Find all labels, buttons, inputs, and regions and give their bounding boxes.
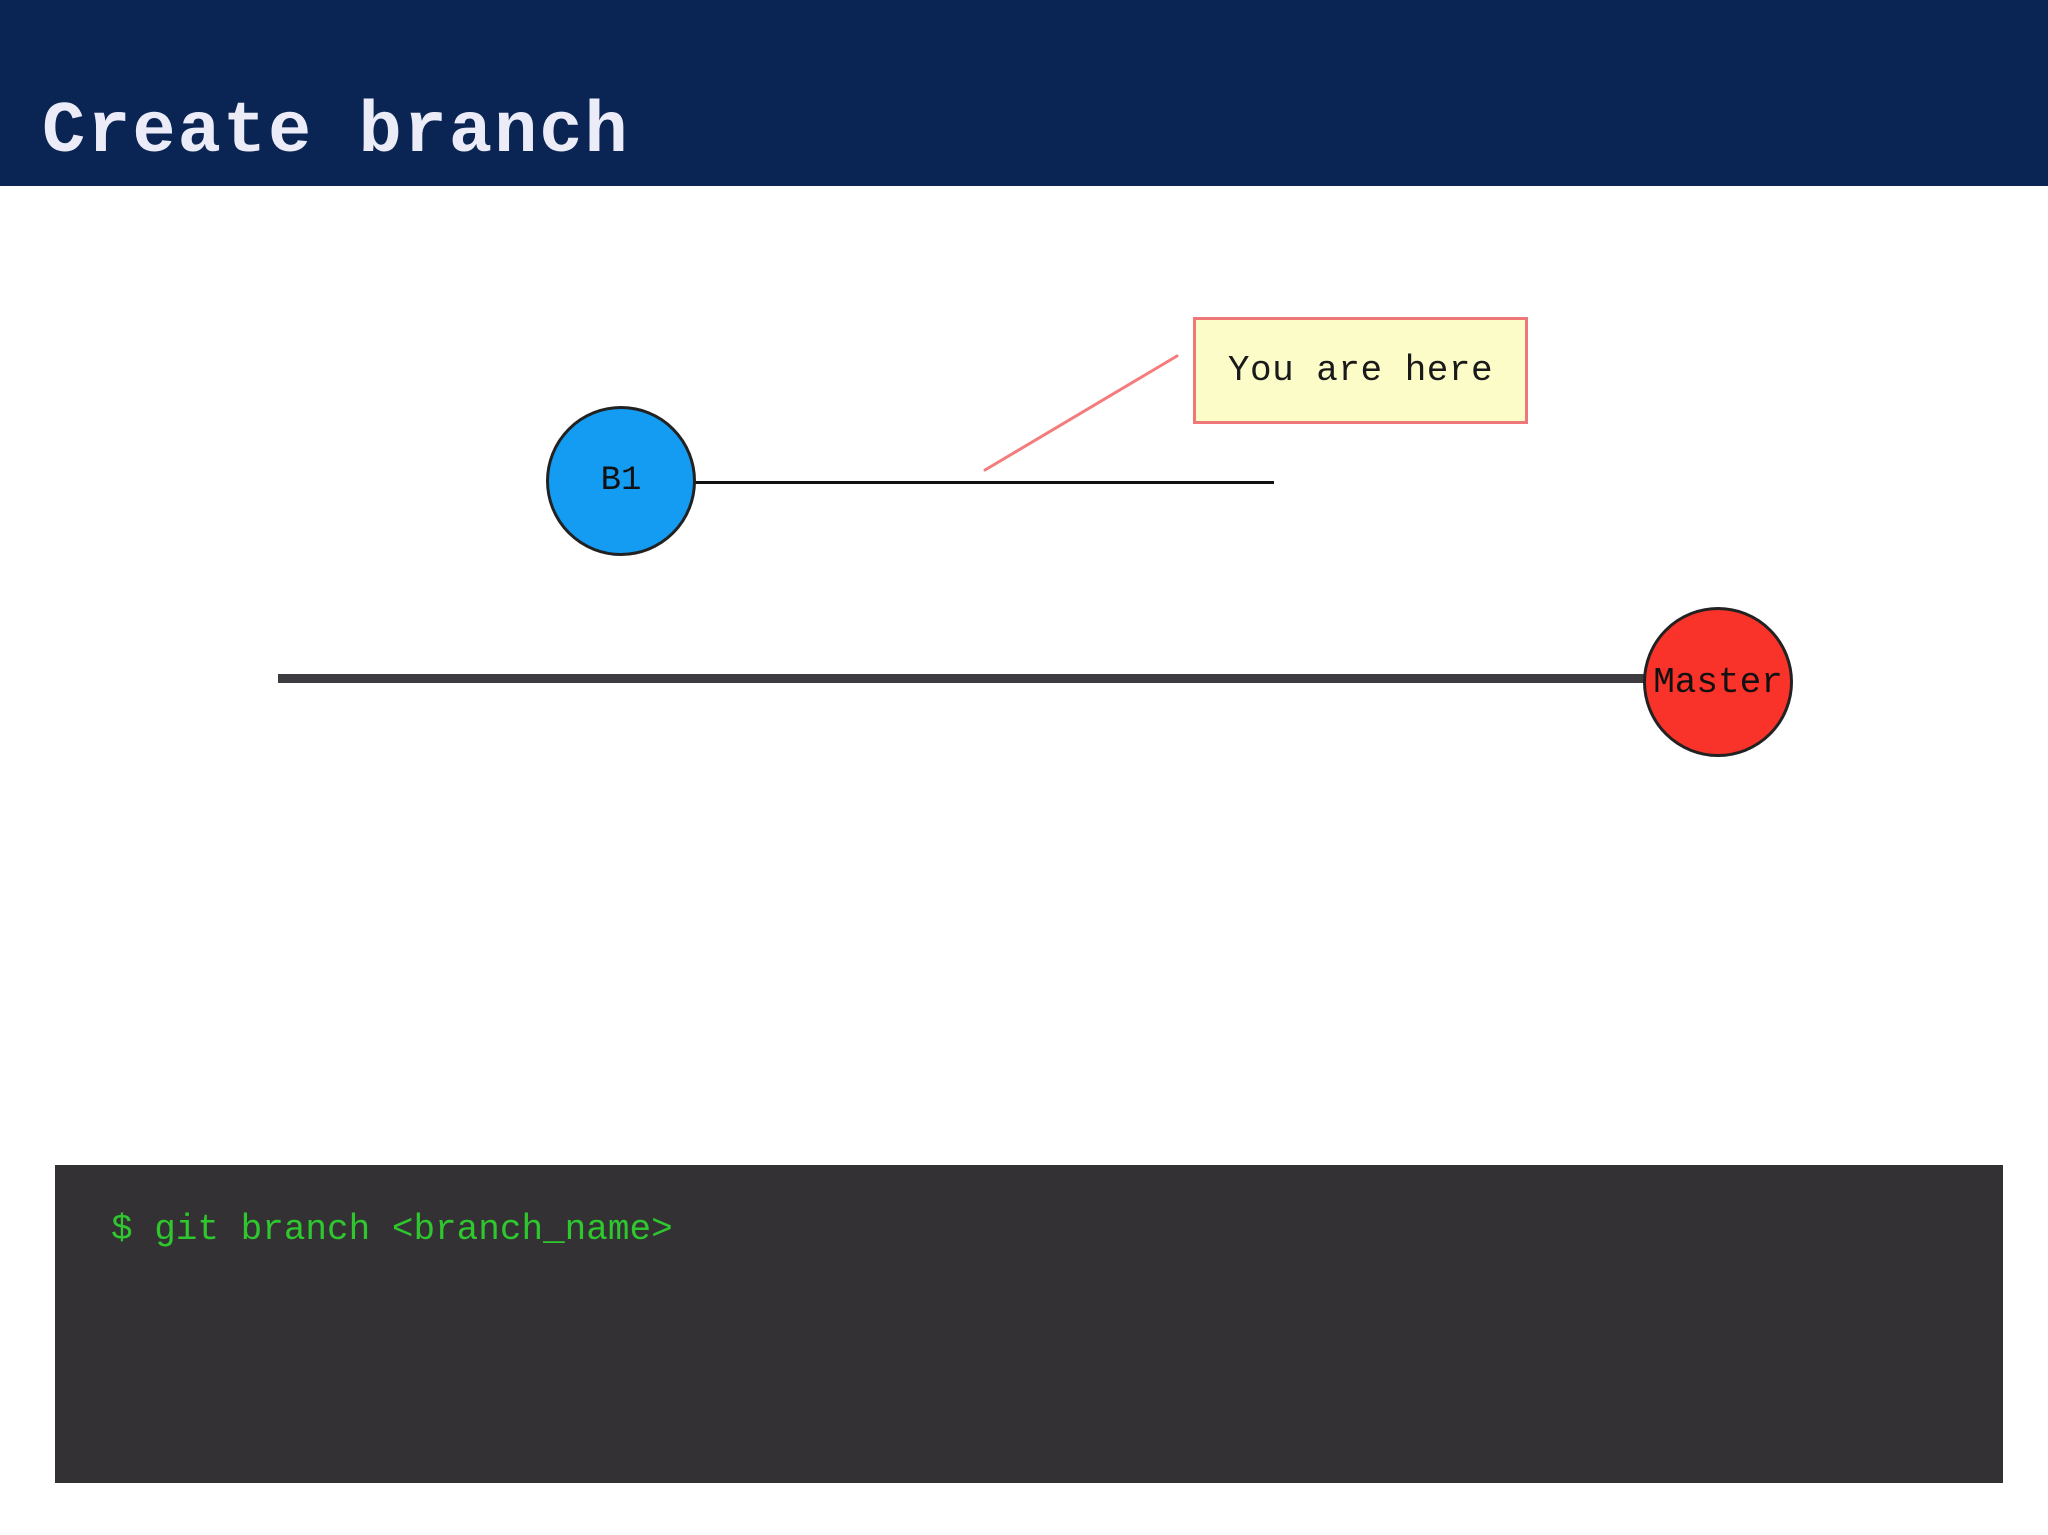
terminal-panel: $ git branch <branch_name> (55, 1165, 2003, 1483)
terminal-command-text: $ git branch <branch_name> (111, 1209, 673, 1250)
you-are-here-callout: You are here (1193, 317, 1528, 424)
branch-node-b1: B1 (546, 406, 696, 556)
slide-header: Create branch (0, 0, 2048, 186)
annotation-connector-stroke (983, 354, 1179, 472)
master-node-label: Master (1653, 661, 1783, 703)
page-title: Create branch (42, 91, 630, 173)
branch-node-master: Master (1643, 607, 1793, 757)
b1-node-label: B1 (600, 462, 642, 500)
b1-branch-line (694, 481, 1274, 484)
master-branch-line (278, 674, 1647, 683)
annotation-connector-line (983, 354, 1179, 472)
callout-label: You are here (1227, 350, 1494, 391)
